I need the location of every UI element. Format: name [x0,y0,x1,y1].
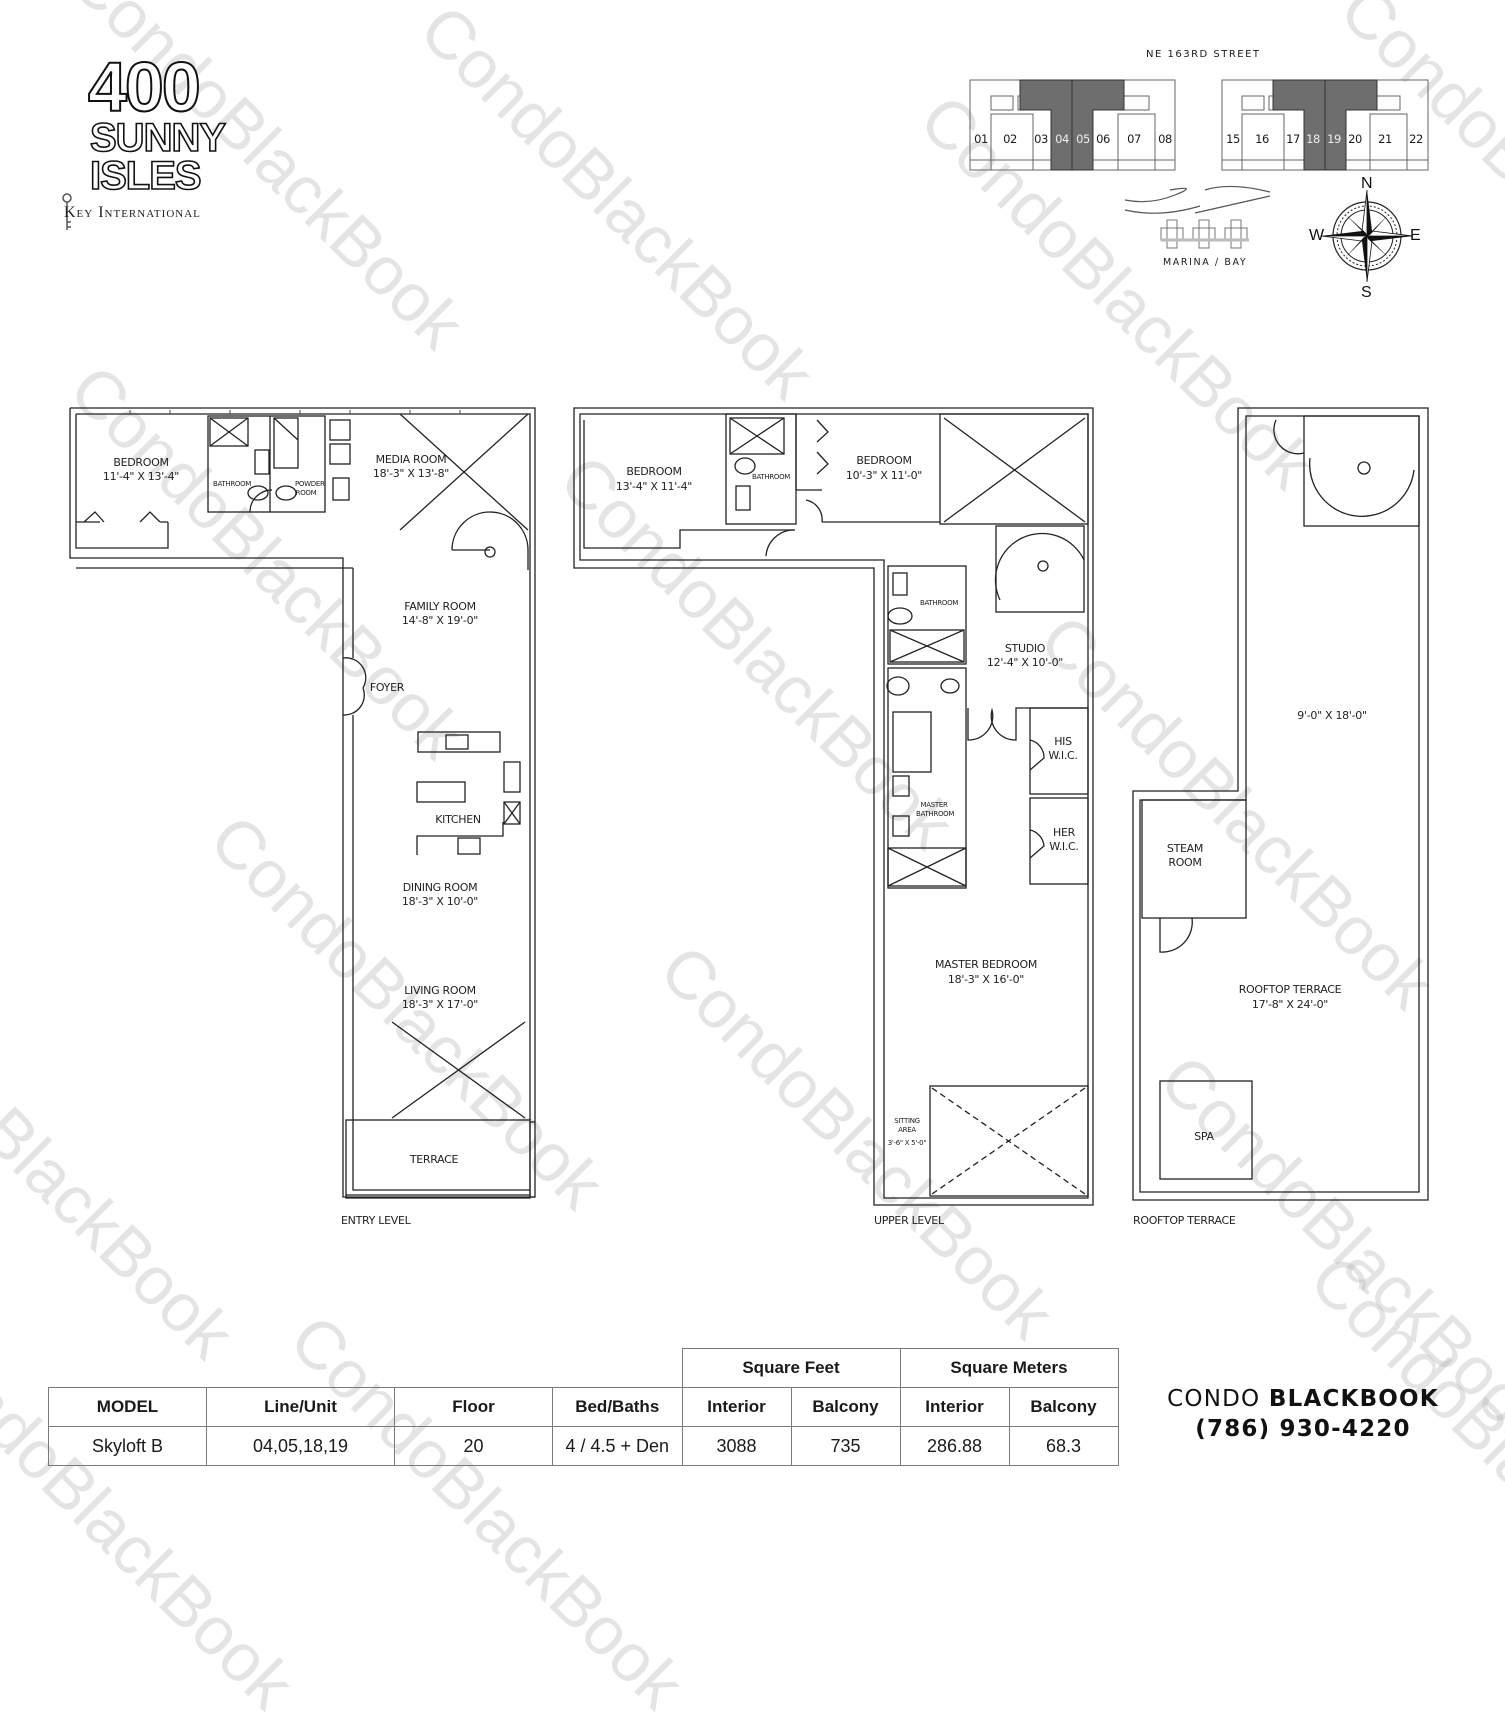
compass-east: E [1410,227,1421,244]
brand-name-light: CONDO [1167,1386,1269,1412]
unit-label: 21 [1378,132,1392,146]
level-label: ENTRY LEVEL [341,1214,411,1227]
room-dims: 18'-3" X 17'-0" [401,998,479,1011]
unit-label-highlighted: 04 [1055,132,1069,146]
logo-line-1: SUNNY [89,116,227,160]
cell-floor: 20 [394,1426,553,1466]
unit-label: 06 [1096,132,1110,146]
marina-icon [1160,219,1248,249]
room-dims: 18'-3" X 16'-0" [947,973,1025,986]
brand-name: CONDO BLACKBOOK [1140,1384,1466,1414]
cell-sqft-balcony: 735 [790,1426,901,1466]
highlighted-units [1019,79,1378,171]
room-name: SPA [1194,1130,1214,1143]
column-header: MODEL [48,1387,207,1427]
column-header: Balcony [1008,1387,1119,1427]
room-dims: 12'-4" X 10'-0" [986,656,1064,669]
room-name: POWDER ROOM [295,480,325,497]
unit-label: 02 [1003,132,1017,146]
column-header: Interior [681,1387,792,1427]
cell-line-unit: 04,05,18,19 [206,1426,395,1466]
brand-name-bold: BLACKBOOK [1268,1386,1439,1412]
compass-west: W [1309,227,1325,244]
room-dims: 3'-6" X 5'-0" [887,1139,927,1147]
unit-label: 08 [1158,132,1172,146]
room-dims: 14'-8" X 19'-0" [401,614,479,627]
cell-sqft-interior: 3088 [681,1426,792,1466]
compass-north: N [1361,175,1373,192]
unit-label: 07 [1127,132,1141,146]
room-name: BEDROOM [113,456,169,469]
room-name: BEDROOM [856,454,912,467]
room-name: FAMILY ROOM [404,600,476,613]
compass-rose-icon [1320,189,1414,283]
room-name: BEDROOM [626,465,682,478]
column-header: Floor [394,1387,553,1427]
room-dims: 11'-4" X 13'-4" [102,470,180,483]
room-name: DINING ROOM [402,881,478,894]
key-plan-buildings [969,79,1429,283]
unit-label-highlighted: 19 [1327,132,1341,146]
room-dims: 18'-3" X 13'-8" [372,467,450,480]
table-row: Skyloft B 04,05,18,19 20 4 / 4.5 + Den 3… [48,1426,1119,1466]
room-dims: 18'-3" X 10'-0" [401,895,479,908]
unit-label-highlighted: 18 [1306,132,1320,146]
room-dims: 9'-0" X 18'-0" [1297,709,1367,722]
floor-plan-drawings [69,407,1429,1206]
logo-line-2: ISLES [89,154,202,198]
unit-label: 03 [1034,132,1048,146]
room-name: SITTING AREA [894,1117,920,1134]
column-header: Balcony [790,1387,901,1427]
brand-block: CONDO BLACKBOOK (786) 930-4220 [1140,1384,1466,1444]
room-name: TERRACE [409,1153,459,1166]
unit-label: 15 [1226,132,1240,146]
water-lines [1124,185,1271,214]
unit-label: 16 [1255,132,1269,146]
column-header: Interior [899,1387,1010,1427]
room-name: ROOFTOP TERRACE [1238,983,1342,996]
room-name: STUDIO [1004,642,1046,655]
cell-bed-baths: 4 / 4.5 + Den [552,1426,683,1466]
unit-label: 17 [1286,132,1300,146]
room-name: MASTER BEDROOM [934,958,1038,971]
street-label: NE 163RD STREET [1146,49,1261,60]
developer-name: Key International [64,204,201,221]
room-name: MEDIA ROOM [375,453,447,466]
watermark: CondoBlackBook [1295,1240,1505,1664]
compass-south: S [1361,284,1372,301]
cell-sqm-balcony: 68.3 [1008,1426,1119,1466]
marina-label: MARINA / BAY [1163,257,1248,268]
column-header: Bed/Baths [552,1387,683,1427]
room-name: BATHROOM [751,473,791,481]
room-dims: 10'-3" X 11'-0" [845,469,923,482]
room-dims: 13'-4" X 11'-4" [615,480,693,493]
logo-number: 400 [87,48,202,126]
unit-specs-table: Square Feet Square Meters MODEL Line/Uni… [48,1348,1119,1466]
level-label: ROOFTOP TERRACE [1133,1214,1236,1227]
unit-label-highlighted: 05 [1076,132,1090,146]
table-header-row: MODEL Line/Unit Floor Bed/Baths Interior… [48,1387,1119,1427]
room-name: KITCHEN [435,813,481,826]
room-name: HER W.I.C. [1049,826,1079,853]
group-header-sqm: Square Meters [899,1348,1119,1388]
room-name: MASTER BATHROOM [916,801,955,818]
column-header: Line/Unit [206,1387,395,1427]
room-name: HIS W.I.C. [1048,735,1078,762]
room-name: BATHROOM [919,599,959,607]
unit-label: 22 [1409,132,1423,146]
level-label: UPPER LEVEL [874,1214,944,1227]
key-icon [62,193,72,230]
brand-phone[interactable]: (786) 930-4220 [1195,1416,1411,1442]
room-name: STEAM ROOM [1166,842,1204,869]
unit-label: 20 [1348,132,1362,146]
group-header-sqft: Square Feet [681,1348,901,1388]
room-name: FOYER [369,681,405,694]
unit-label: 01 [974,132,988,146]
table-group-header-row: Square Feet Square Meters [49,1348,1119,1388]
cell-model: Skyloft B [48,1426,207,1466]
room-name: LIVING ROOM [404,984,476,997]
room-name: BATHROOM [212,480,252,488]
room-dims: 17'-8" X 24'-0" [1251,998,1329,1011]
cell-sqm-interior: 286.88 [899,1426,1010,1466]
